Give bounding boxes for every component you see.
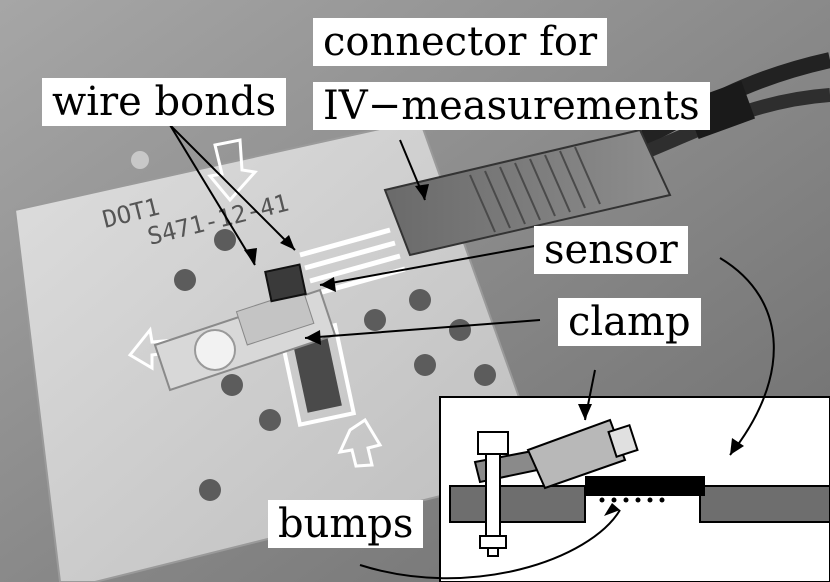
connector-label-line2: IV−measurements xyxy=(313,82,710,130)
wire-bonds-label: wire bonds xyxy=(42,78,287,126)
bumps-label: bumps xyxy=(268,500,424,548)
connector-label-line1: connector for xyxy=(313,18,608,66)
board-holes xyxy=(131,151,496,501)
clamp-schematic-inset xyxy=(439,396,830,582)
sensor-chip xyxy=(264,263,307,303)
annotation-pointers xyxy=(169,124,775,580)
clamp-label: clamp xyxy=(558,298,701,346)
annotation-arrowheads xyxy=(244,184,744,516)
iv-connector xyxy=(383,128,672,257)
sensor-label: sensor xyxy=(534,226,688,274)
